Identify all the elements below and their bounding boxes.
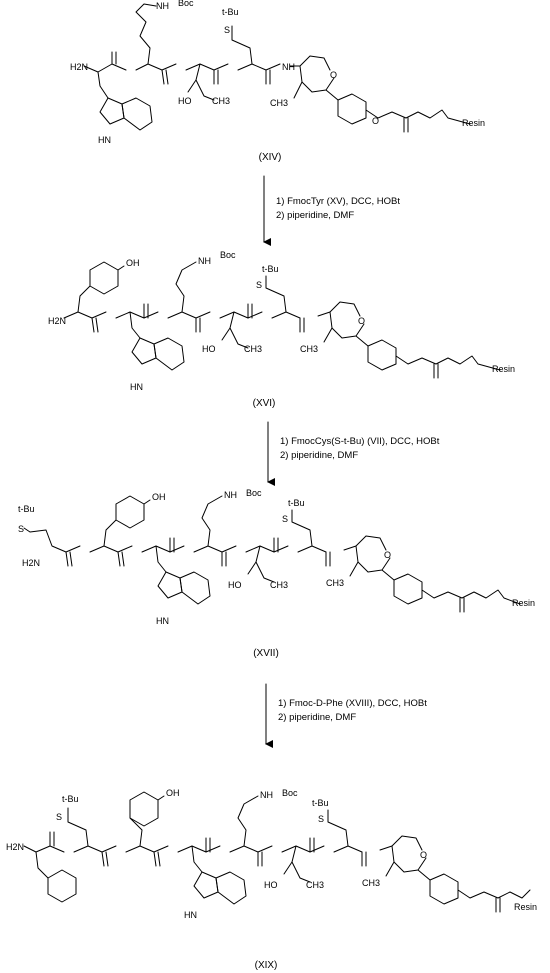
- atom-methyl: CH3: [270, 580, 288, 590]
- reaction-step-1: 1) FmocTyr (XV), DCC, HOBt 2) piperidine…: [263, 175, 400, 246]
- reaction-step-2: 1) FmocCys(S-t-Bu) (VII), DCC, HOBt 2) p…: [267, 421, 440, 486]
- atom-tbu: t-Bu: [288, 498, 305, 508]
- atom-sulfur-n: S: [18, 524, 24, 534]
- atom-boc: Boc: [220, 250, 236, 260]
- atom-ring-oxygen: O: [330, 70, 337, 80]
- atom-ring-methyl: CH3: [270, 98, 288, 108]
- compound-xiv: H2N HN NH Boc t-Bu S HO CH3 NH O CH3 O R…: [70, 0, 485, 163]
- atom-tbu-n: t-Bu: [18, 504, 35, 514]
- atom-lys-nh: NH: [260, 790, 273, 800]
- atom-ring-methyl: CH3: [326, 578, 344, 588]
- compound-xvii: t-Bu S H2N OH HN NH Boc t-Bu S HO CH3 O …: [18, 488, 535, 659]
- atom-indole-nh: HN: [156, 616, 169, 626]
- atom-hydroxyl: HO: [228, 580, 242, 590]
- step-3-conditions-line-1: 1) Fmoc-D-Phe (XVIII), DCC, HOBt: [278, 698, 427, 709]
- atom-ring-oxygen: O: [420, 850, 427, 860]
- atom-phenol-oh: OH: [166, 788, 180, 798]
- atom-resin: Resin: [512, 598, 535, 608]
- atom-sulfur: S: [224, 25, 230, 35]
- reaction-step-3: 1) Fmoc-D-Phe (XVIII), DCC, HOBt 2) pipe…: [265, 683, 427, 748]
- molecule-xvii-atoms: t-Bu S H2N OH HN NH Boc t-Bu S HO CH3 O …: [18, 488, 535, 626]
- atom-ring-methyl: CH3: [362, 878, 380, 888]
- atom-phenol-oh: OH: [152, 492, 166, 502]
- molecule-xvii-bonds: [23, 495, 521, 613]
- step-1-conditions-line-2: 2) piperidine, DMF: [276, 210, 354, 221]
- atom-tbu-n: t-Bu: [62, 794, 79, 804]
- atom-ring-oxygen: O: [384, 550, 391, 560]
- atom-amine: H2N: [48, 316, 66, 326]
- atom-nh: NH: [282, 62, 295, 72]
- compound-label-xvi: (XVI): [253, 398, 276, 409]
- atom-indole-nh: HN: [130, 382, 143, 392]
- atom-hydroxyl: HO: [178, 96, 192, 106]
- atom-sulfur-n: S: [56, 812, 62, 822]
- atom-lys-nh: NH: [198, 256, 211, 266]
- molecule-xiv-atoms: H2N HN NH Boc t-Bu S HO CH3 NH O CH3 O R…: [70, 0, 485, 145]
- atom-sulfur: S: [282, 514, 288, 524]
- atom-hydroxyl: HO: [264, 880, 278, 890]
- molecule-xix-atoms: H2N t-Bu S OH HN NH Boc t-Bu S HO CH3 O …: [6, 788, 537, 920]
- step-3-conditions-line-2: 2) piperidine, DMF: [278, 712, 356, 723]
- atom-sulfur: S: [256, 280, 262, 290]
- molecule-xvi-atoms: H2N OH HN NH Boc t-Bu S HO CH3 O CH3 Res…: [48, 250, 515, 392]
- atom-ether-oxygen: O: [372, 116, 379, 126]
- atom-methyl: CH3: [212, 96, 230, 106]
- compound-xvi: H2N OH HN NH Boc t-Bu S HO CH3 O CH3 Res…: [48, 250, 515, 409]
- atom-indole-nh: HN: [184, 910, 197, 920]
- step-2-conditions-line-2: 2) piperidine, DMF: [280, 450, 358, 461]
- step-1-conditions-line-1: 1) FmocTyr (XV), DCC, HOBt: [276, 196, 400, 207]
- atom-resin: Resin: [462, 118, 485, 128]
- molecule-xvi-bonds: [63, 261, 501, 379]
- atom-amine: H2N: [22, 558, 40, 568]
- atom-boc: Boc: [282, 788, 298, 798]
- compound-label-xix: (XIX): [255, 960, 278, 971]
- atom-ring-methyl: CH3: [300, 344, 318, 354]
- atom-hydroxyl: HO: [202, 344, 216, 354]
- atom-indole-nh: HN: [98, 135, 111, 145]
- atom-tbu: t-Bu: [262, 264, 279, 274]
- atom-boc: Boc: [246, 488, 262, 498]
- compound-label-xiv: (XIV): [259, 152, 282, 163]
- atom-ring-oxygen: O: [358, 316, 365, 326]
- atom-amine: H2N: [70, 62, 88, 72]
- atom-methyl: CH3: [244, 344, 262, 354]
- atom-resin: Resin: [492, 364, 515, 374]
- compound-label-xvii: (XVII): [253, 648, 279, 659]
- step-2-conditions-line-1: 1) FmocCys(S-t-Bu) (VII), DCC, HOBt: [280, 436, 440, 447]
- molecule-xiv-bonds: [83, 3, 471, 133]
- atom-methyl: CH3: [306, 880, 324, 890]
- atom-amine: H2N: [6, 842, 24, 852]
- atom-boc: Boc: [178, 0, 194, 8]
- atom-resin: Resin: [514, 902, 537, 912]
- molecule-xix-bonds: [23, 791, 531, 913]
- atom-sulfur: S: [318, 814, 324, 824]
- atom-tbu: t-Bu: [222, 7, 239, 17]
- atom-phenol-oh: OH: [126, 258, 140, 268]
- atom-lys-nh: NH: [224, 490, 237, 500]
- atom-tbu: t-Bu: [312, 798, 329, 808]
- compound-xix: H2N t-Bu S OH HN NH Boc t-Bu S HO CH3 O …: [6, 788, 537, 971]
- atom-lys-nh: NH: [156, 1, 169, 11]
